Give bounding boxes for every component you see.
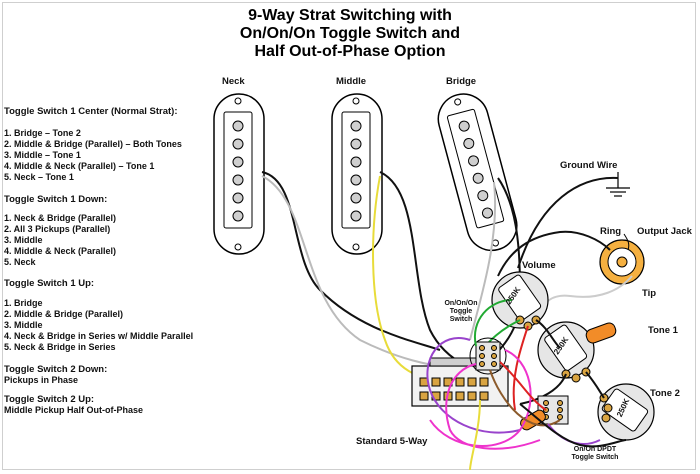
legend-down-item: 4. Middle & Neck (Parallel) <box>4 246 117 256</box>
diagram-frame <box>2 2 696 470</box>
legend-center-item: 2. Middle & Bridge (Parallel) – Both Ton… <box>4 139 182 149</box>
tip-label: Tip <box>642 288 657 299</box>
bridge-pickup-label: Bridge <box>446 76 477 87</box>
legend-sw2-up-text: Middle Pickup Half Out-of-Phase <box>4 405 144 415</box>
dpdt-toggle-label: On/On DPDT Toggle Switch <box>560 446 630 462</box>
diagram-title-line1: 9-Way Strat Switching with <box>248 7 452 24</box>
legend-down-item: 5. Neck <box>4 257 36 267</box>
legend-center-item: 3. Middle – Tone 1 <box>4 150 81 160</box>
ground-wire-label: Ground Wire <box>560 160 618 171</box>
diagram-title-line2: On/On/On Toggle Switch and <box>239 25 461 42</box>
legend-sw2-down-title: Toggle Switch 2 Down: <box>4 364 108 375</box>
legend-center-item: 1. Bridge – Tone 2 <box>4 128 81 138</box>
on-on-on-toggle-label: On/On/On Toggle Switch <box>436 300 486 324</box>
middle-pickup <box>331 93 383 255</box>
legend-up-item: 1. Bridge <box>4 298 43 308</box>
toggle-label-line3: Switch <box>449 316 473 323</box>
volume-pot <box>491 271 549 331</box>
output-jack-label: Output Jack <box>637 226 692 237</box>
output-jack <box>497 230 645 313</box>
neck-pickup <box>213 93 265 255</box>
legend-up-item: 4. Neck & Bridge in Series w/ Middle Par… <box>4 331 194 341</box>
pickup-wires <box>261 171 522 380</box>
legend-down-item: 1. Neck & Bridge (Parallel) <box>4 213 117 223</box>
diagram-title-line3: Half Out-of-Phase Option <box>254 43 446 60</box>
legend-sw2-up-title: Toggle Switch 2 Up: <box>4 394 95 405</box>
switch-wires <box>426 299 627 471</box>
tone1-label: Tone 1 <box>648 325 678 336</box>
standard-5way-label: Standard 5-Way <box>356 436 428 447</box>
bridge-pickup <box>437 93 518 252</box>
legend-up-item: 5. Neck & Bridge in Series <box>4 342 116 352</box>
neck-pickup-label: Neck <box>222 76 245 87</box>
toggle-label-line2: Toggle <box>449 308 473 315</box>
tone2-label: Tone 2 <box>650 388 680 399</box>
legend-down-title: Toggle Switch 1 Down: <box>4 194 108 205</box>
legend-up-item: 2. Middle & Bridge (Parallel) <box>4 309 124 319</box>
legend-center-item: 4. Middle & Neck (Parallel) – Tone 1 <box>4 161 155 171</box>
toggle-label-line1: On/On/On <box>444 300 478 307</box>
legend-center-item: 5. Neck – Tone 1 <box>4 172 74 182</box>
on-on-on-toggle <box>469 337 507 375</box>
tone1-pot <box>537 321 617 383</box>
legend-up-title: Toggle Switch 1 Up: <box>4 278 95 289</box>
ring-label: Ring <box>600 226 622 237</box>
ground-symbol <box>517 172 630 269</box>
dpdt-label-line2: Toggle Switch <box>571 454 619 461</box>
legend-up-item: 3. Middle <box>4 320 43 330</box>
legend-down-item: 3. Middle <box>4 235 43 245</box>
legend-center-title: Toggle Switch 1 Center (Normal Strat): <box>4 106 178 117</box>
legend-sw2-down-text: Pickups in Phase <box>4 375 79 385</box>
legend-down-item: 2. All 3 Pickups (Parallel) <box>4 224 111 234</box>
middle-pickup-label: Middle <box>336 76 367 87</box>
dpdt-label-line1: On/On DPDT <box>573 446 617 453</box>
volume-label: Volume <box>522 260 556 271</box>
